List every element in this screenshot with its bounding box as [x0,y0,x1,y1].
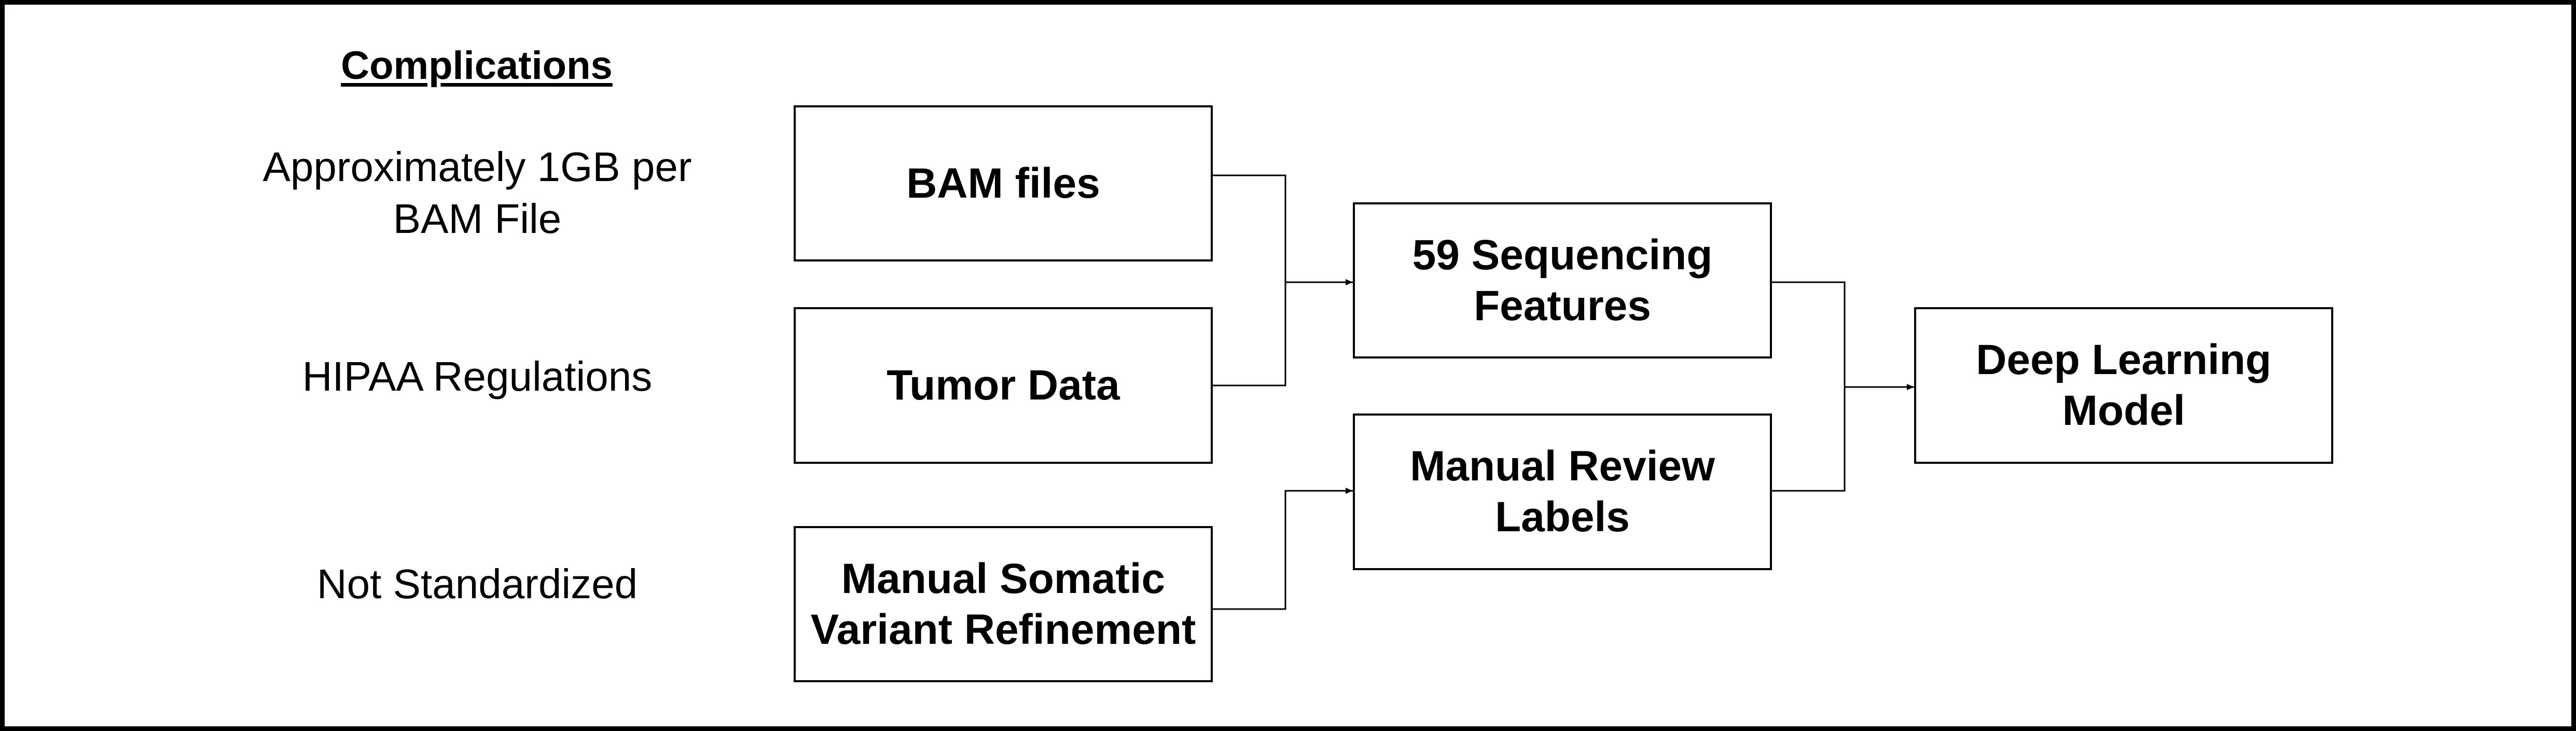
bam-files-label: BAM files [906,159,1100,207]
manual-review-line2: Labels [1495,493,1630,541]
connector-labels-to-model [1771,387,1846,492]
manual-somatic-refinement-box: Manual Somatic Variant Refinement [794,526,1213,682]
complication-hipaa: HIPAA Regulations [218,351,737,403]
connector-bam-to-features [1212,174,1286,282]
connector-tumor-to-features [1212,282,1286,387]
manual-review-line1: Manual Review [1410,443,1715,490]
arrow-refinement-to-labels [1212,488,1353,610]
bam-files-box: BAM files [794,105,1213,261]
manual-somatic-label-line1: Manual Somatic [841,555,1166,602]
complication-not-standardized-text: Not Standardized [316,561,638,607]
manual-somatic-label-line2: Variant Refinement [810,605,1196,653]
tumor-data-box: Tumor Data [794,307,1213,464]
deep-learning-line1: Deep Learning [1976,336,2272,383]
complication-not-standardized: Not Standardized [218,558,737,610]
connector-features-to-model [1771,281,1846,387]
complication-file-size-line2: BAM File [393,196,562,242]
complication-file-size-line1: Approximately 1GB per [262,144,692,190]
sequencing-features-line2: Features [1474,282,1651,329]
tumor-data-label: Tumor Data [887,362,1120,409]
sequencing-features-line1: 59 Sequencing [1412,231,1713,279]
complications-heading: Complications [341,44,613,88]
deep-learning-model-box: Deep Learning Model [1914,307,2333,464]
manual-review-labels-box: Manual Review Labels [1353,413,1772,570]
complication-hipaa-text: HIPAA Regulations [302,353,653,399]
complication-file-size: Approximately 1GB per BAM File [218,141,737,245]
sequencing-features-box: 59 Sequencing Features [1353,202,1772,358]
deep-learning-line2: Model [2062,387,2185,434]
